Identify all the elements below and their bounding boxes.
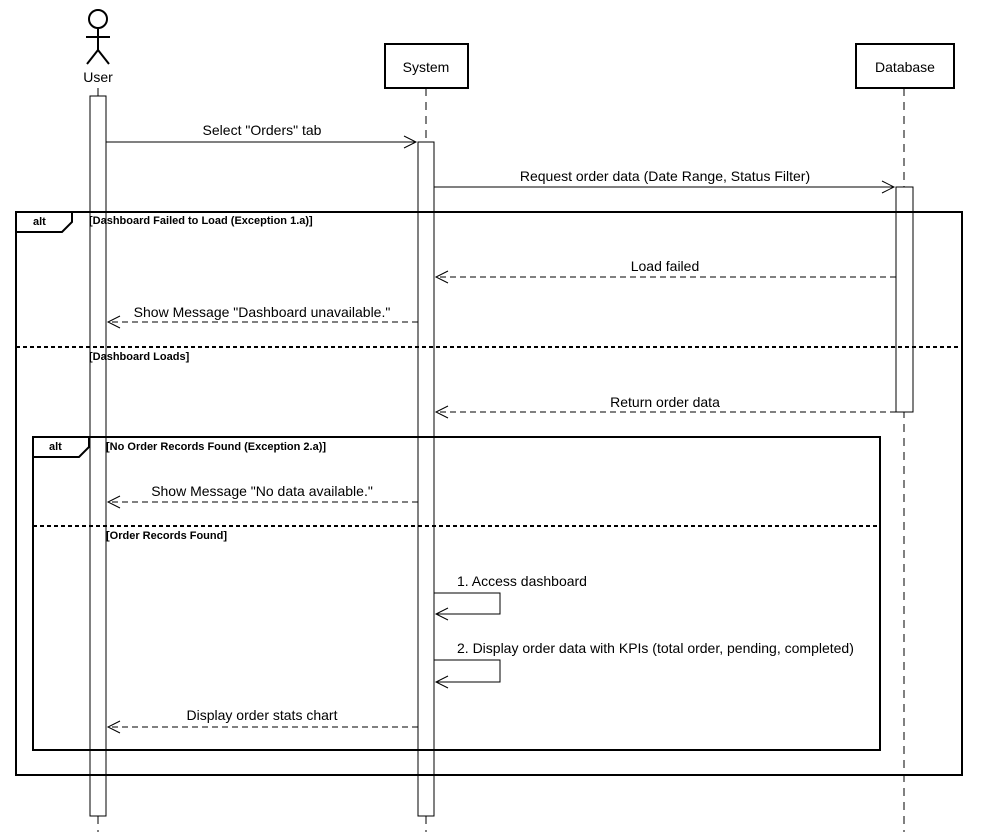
self-message-display-kpis: [434, 659, 501, 683]
arrowhead-icon: [881, 180, 896, 194]
inner-alt-fragment: [32, 436, 881, 751]
inner-alt-operator: alt: [49, 441, 62, 453]
message-label-return-order-data: Return order data: [610, 394, 720, 410]
outer-alt-tab: [16, 211, 73, 233]
message-label-select-orders: Select "Orders" tab: [203, 122, 322, 138]
outer-alt-fragment: [15, 211, 963, 776]
outer-alt-operator: alt: [33, 216, 46, 228]
message-label-access-dashboard: 1. Access dashboard: [457, 573, 587, 589]
system-participant-box: [384, 43, 469, 89]
message-label-no-data: Show Message "No data available.": [151, 483, 373, 499]
message-label-load-failed: Load failed: [631, 258, 700, 274]
arrowhead-icon: [434, 675, 449, 689]
database-participant-box: [855, 43, 955, 89]
outer-alt-guard-1: [Dashboard Failed to Load (Exception 1.a…: [89, 215, 313, 227]
arrowhead-icon: [434, 405, 449, 419]
arrowhead-icon: [106, 495, 121, 509]
system-activation-bar: [417, 141, 435, 817]
user-actor-icon: [86, 9, 110, 65]
user-activation-bar: [89, 95, 107, 817]
inner-alt-guard-1: [No Order Records Found (Exception 2.a)]: [106, 441, 326, 453]
system-participant-label: System: [403, 59, 450, 75]
message-label-dashboard-unavailable: Show Message "Dashboard unavailable.": [134, 304, 391, 320]
inner-alt-guard-2: [Order Records Found]: [106, 530, 227, 542]
outer-alt-guard-2: [Dashboard Loads]: [89, 351, 190, 363]
message-label-display-kpis: 2. Display order data with KPIs (total o…: [457, 640, 854, 656]
message-label-request-order-data: Request order data (Date Range, Status F…: [520, 168, 810, 184]
message-label-display-chart: Display order stats chart: [187, 707, 338, 723]
arrowhead-icon: [434, 270, 449, 284]
arrowhead-icon: [434, 607, 449, 621]
database-activation-bar: [895, 186, 914, 413]
arrowhead-icon: [106, 720, 121, 734]
database-participant-label: Database: [875, 59, 935, 75]
inner-alt-tab: [33, 436, 90, 458]
arrowhead-icon: [106, 315, 121, 329]
arrowhead-icon: [403, 135, 418, 149]
user-actor-label: User: [83, 69, 113, 85]
self-message-access-dashboard: [434, 592, 501, 615]
